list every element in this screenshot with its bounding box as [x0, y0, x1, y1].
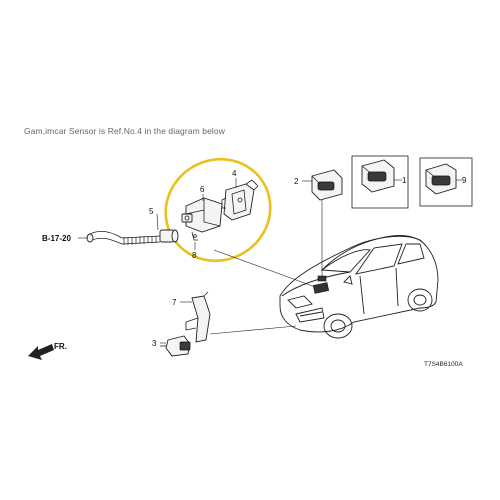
callout-5: 5	[149, 207, 154, 216]
callout-8: 8	[192, 251, 197, 260]
diagram-caption: Gam,imcar Sensor is Ref.No.4 in the diag…	[24, 126, 225, 136]
callout-3: 3	[152, 339, 157, 348]
clip-part-8	[191, 231, 198, 241]
front-label: FR.	[54, 342, 67, 351]
sensor-housing-part-6	[181, 197, 223, 233]
hose-ribs	[123, 236, 157, 245]
callout-9: 9	[462, 176, 467, 185]
front-arrow-icon	[28, 344, 54, 360]
switch-box-part-1	[351, 155, 409, 209]
leader-bracket-to-car	[209, 325, 297, 335]
callout-6: 6	[200, 185, 205, 194]
callout-1: 1	[402, 176, 407, 185]
bracket-part-7	[185, 291, 211, 343]
hose-part-5	[86, 229, 179, 245]
diagram-code: T7S4B6100A	[424, 361, 463, 368]
leader-sensor-to-car	[213, 249, 319, 289]
car-illustration	[279, 235, 439, 339]
switch-box-part-9	[419, 157, 473, 207]
callout-7: 7	[172, 298, 177, 307]
sensor-part-4	[221, 179, 259, 221]
sensor-location-marker	[312, 282, 330, 294]
ref-label: B-17-20	[42, 234, 71, 243]
callout-4: 4	[232, 169, 237, 178]
connector-part-3	[160, 335, 191, 357]
switch-location-marker	[317, 275, 327, 282]
callout-2: 2	[294, 177, 299, 186]
switch-part-2	[311, 169, 343, 201]
